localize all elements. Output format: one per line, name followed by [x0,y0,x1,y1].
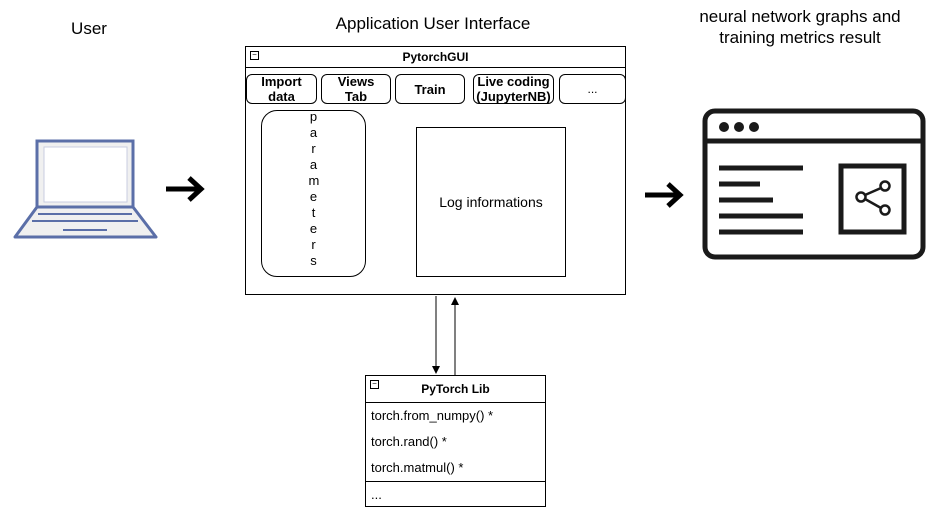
tab-train[interactable]: Train [395,74,465,104]
log-label: Log informations [439,194,543,210]
results-heading-line2: training metrics result [719,28,881,47]
results-heading-line1: neural network graphs and [699,7,901,26]
lib-more-label: ... [371,487,382,502]
tab-more-label: ... [587,81,598,96]
lib-method: torch.matmul() * [371,460,464,475]
tab-more[interactable]: ... [559,74,626,104]
lib-title-divider [366,402,545,403]
app-ui-heading: Application User Interface [335,14,531,33]
parameters-panel[interactable]: parameters [261,109,366,277]
tab-train-label: Train [414,81,446,97]
lib-more-box: ... [365,481,546,507]
parameters-label: parameters [308,109,320,268]
user-heading: User [71,19,107,38]
tab-views-line1: Views [337,74,375,89]
gui-window-title: PytorchGUI [402,50,469,64]
tab-views-line2: Tab [344,89,368,104]
tab-import-data-line1: Import [261,74,302,89]
lib-collapse-icon[interactable]: − [370,380,379,389]
tab-live-coding-line1: Live coding [477,74,550,89]
log-panel: Log informations [416,127,566,277]
lib-title: PyTorch Lib [421,382,490,396]
lib-method: torch.rand() * [371,434,447,449]
pytorch-lib-box: − PyTorch Lib torch.from_numpy() * torch… [365,375,546,482]
lib-method: torch.from_numpy() * [371,408,494,423]
gui-title-divider [246,67,625,68]
collapse-icon[interactable]: − [250,51,259,60]
tab-import-data-line2: data [268,89,295,104]
tab-live-coding[interactable]: Live coding(JupyterNB) [473,74,554,104]
tab-live-coding-line2: (JupyterNB) [476,89,551,104]
